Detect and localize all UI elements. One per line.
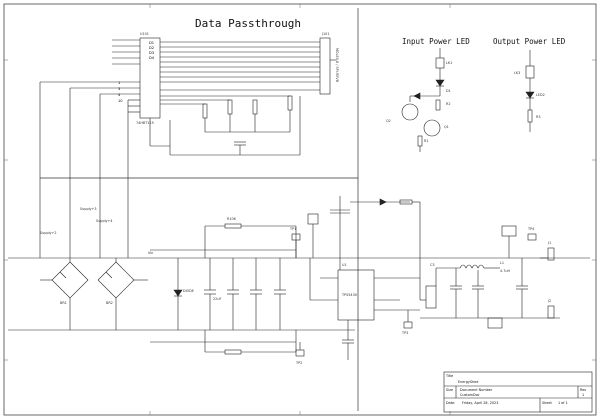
size-label: Size [446, 388, 453, 392]
date-value: Friday, April 28, 2023 [462, 401, 498, 405]
power-labels: Supply+2 Supply+3 Supply+4 Vin BR1 BR2 D… [40, 207, 551, 365]
connector-ref-label: J101 [321, 32, 329, 36]
svg-text:R2: R2 [446, 102, 451, 106]
input-led-labels: LK1 D1 R2 Q1 Q2 R1 [386, 61, 452, 143]
svg-text:Q2: Q2 [386, 119, 391, 123]
c3-label: C3 [430, 263, 435, 267]
ic-pin-d4: D4 [149, 56, 155, 60]
r-top-label: R106 [227, 217, 236, 221]
date-label: Date: [446, 401, 455, 405]
svg-text:LK3: LK3 [514, 71, 520, 75]
title-label: Title [445, 374, 453, 378]
zone-ticks [4, 4, 596, 415]
d1-label: DIODE [183, 289, 194, 293]
region-separators [40, 8, 359, 411]
output-power-led-title: Output Power LED [493, 37, 566, 46]
svg-text:LK1: LK1 [446, 61, 452, 65]
net-supply-b: Supply+3 [80, 207, 97, 211]
input-power-led-title: Input Power LED [402, 37, 470, 46]
svg-text:LED2: LED2 [536, 93, 545, 97]
output-power-led-circuit [525, 50, 535, 132]
tp4-label: TP4 [527, 227, 534, 231]
ic-pin-3: 3 [118, 87, 120, 91]
ic-pin-10: 10 [118, 99, 123, 103]
tp3-label: TP3 [401, 331, 408, 335]
connector-part-label: MOLEX-8 / SPI-REVB [335, 48, 339, 83]
ic-pin-d2: D2 [149, 46, 154, 50]
rev-label: Rev [580, 388, 586, 392]
ic-pin-4: 4 [118, 93, 121, 97]
br1-label: BR1 [60, 301, 67, 305]
doc-number-value: CustomDoc [460, 393, 480, 397]
title-value: EnergyShed [458, 380, 478, 384]
ic-pin-1: 1 [118, 81, 120, 85]
sheet-label: Sheet [542, 401, 552, 405]
j2-label: J2 [547, 299, 551, 303]
cap-value-label: 22uF [213, 297, 221, 301]
svg-text:R1: R1 [424, 139, 429, 143]
l1-value-label: 4.7uH [500, 269, 511, 273]
svg-text:R3: R3 [536, 115, 541, 119]
l1-label: L1 [500, 261, 504, 265]
ic-pin-d1: D1 [149, 41, 154, 45]
ic-ref-label: U101 [140, 32, 149, 36]
tp1-label: TP1 [289, 227, 296, 231]
j1-label: J1 [547, 241, 551, 245]
net-supply-c: Supply+4 [96, 219, 113, 223]
net-vin: Vin [148, 251, 153, 255]
data-passthrough-title: Data Passthrough [195, 17, 301, 30]
ic-pin-d3: D3 [149, 51, 154, 55]
input-power-led-circuit [401, 48, 445, 152]
svg-text:Q1: Q1 [444, 125, 449, 129]
br2-label: BR2 [106, 301, 113, 305]
ic-part-label: 74HBT125 [136, 121, 154, 125]
output-led-labels: LK3 LED2 R3 [514, 71, 545, 119]
sheet-value: 1 of 1 [558, 401, 568, 405]
data-passthrough-labels: U101 74HBT125 J101 MOLEX-8 / SPI-REVB 1 … [118, 32, 339, 125]
rev-value: 1 [582, 393, 584, 397]
u1-label: U1 [342, 263, 347, 267]
tp2-label: TP2 [295, 361, 302, 365]
title-block [443, 371, 593, 413]
net-supply-a: Supply+2 [40, 231, 57, 235]
u1-part-label: TPS5430 [341, 293, 357, 297]
doc-number-label: Document Number [460, 388, 493, 392]
svg-text:D1: D1 [446, 89, 451, 93]
power-section [8, 196, 590, 360]
data-passthrough-block [39, 37, 336, 258]
